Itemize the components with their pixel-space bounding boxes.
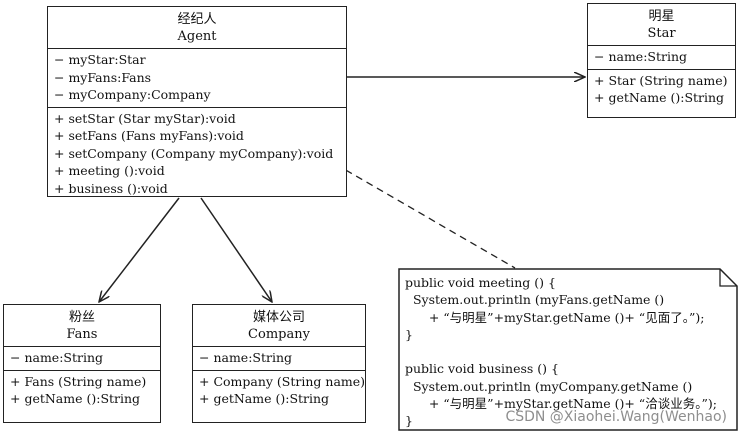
code-note: public void meeting () { System.out.prin… [398,268,738,431]
agent-class-header: 经纪人 Agent [48,7,346,49]
method: + setCompany (Company myCompany):void [54,145,334,161]
method: + setStar (Star myStar):void [54,110,236,126]
watermark: CSDN @Xiaohei.Wang(Wenhao) [505,409,727,425]
attribute: − name:String [199,350,293,365]
code-line: public void business () { [405,361,559,377]
method: + Star (String name) [594,72,728,88]
company-attributes: − name:String [193,347,365,370]
method: + Company (String name) [199,373,366,389]
code-line: System.out.println (myFans.getName () [405,292,665,308]
agent-class-box: 经纪人 Agent − myStar:Star − myFans:Fans − … [47,6,347,197]
agent-methods: + setStar (Star myStar):void + setFans (… [48,106,346,201]
star-methods: + Star (String name) + getName ():String [588,68,735,110]
company-name-cn: 媒体公司 [252,310,305,325]
fans-methods: + Fans (String name) + getName ():String [4,369,160,411]
code-line: } [405,413,413,429]
star-class-header: 明星 Star [588,4,735,46]
fans-class-box: 粉丝 Fans − name:String + Fans (String nam… [3,304,161,423]
note-code: public void meeting () { System.out.prin… [405,274,717,430]
code-line: + “与明星”+myStar.getName ()+ “洽谈业务。”); [405,396,717,412]
method: + getName ():String [199,391,330,406]
attribute: − myCompany:Company [54,87,211,102]
company-class-header: 媒体公司 Company [193,305,365,347]
code-line [405,343,717,360]
agent-name-en: Agent [177,29,217,44]
star-class-box: 明星 Star − name:String + Star (String nam… [587,3,736,118]
star-name-en: Star [647,26,676,41]
code-line: + “与明星”+myStar.getName ()+ “见面了。”); [405,309,705,325]
fans-attributes: − name:String [4,347,160,370]
note-anchor-dashed-line [324,157,516,269]
method: + meeting ():void [54,163,165,178]
association-agent-company [200,197,272,302]
company-methods: + Company (String name) + getName ():Str… [193,369,366,411]
method: + Fans (String name) [10,373,147,389]
fans-name-en: Fans [66,327,98,342]
method: + setFans (Fans myFans):void [54,128,244,143]
code-line: System.out.println (myCompany.getName () [405,378,693,394]
method: + getName ():String [594,90,725,105]
note-outline [398,268,738,431]
star-attributes: − name:String [588,46,735,69]
attribute: − name:String [10,350,104,365]
attribute: − myFans:Fans [54,69,152,85]
company-name-en: Company [248,327,310,342]
method: + getName ():String [10,391,141,406]
company-class-box: 媒体公司 Company − name:String + Company (St… [192,304,366,423]
method: + business ():void [54,180,168,196]
agent-name-cn: 经纪人 [177,12,217,27]
attribute: − myStar:Star [54,52,146,67]
association-agent-fans [99,197,180,302]
attribute: − name:String [594,49,688,64]
star-name-cn: 明星 [648,9,675,24]
agent-attributes: − myStar:Star − myFans:Fans − myCompany:… [48,49,346,107]
fans-class-header: 粉丝 Fans [4,305,160,347]
code-line: public void meeting () { [405,275,556,290]
fans-name-cn: 粉丝 [68,310,95,325]
code-line: } [405,326,413,342]
